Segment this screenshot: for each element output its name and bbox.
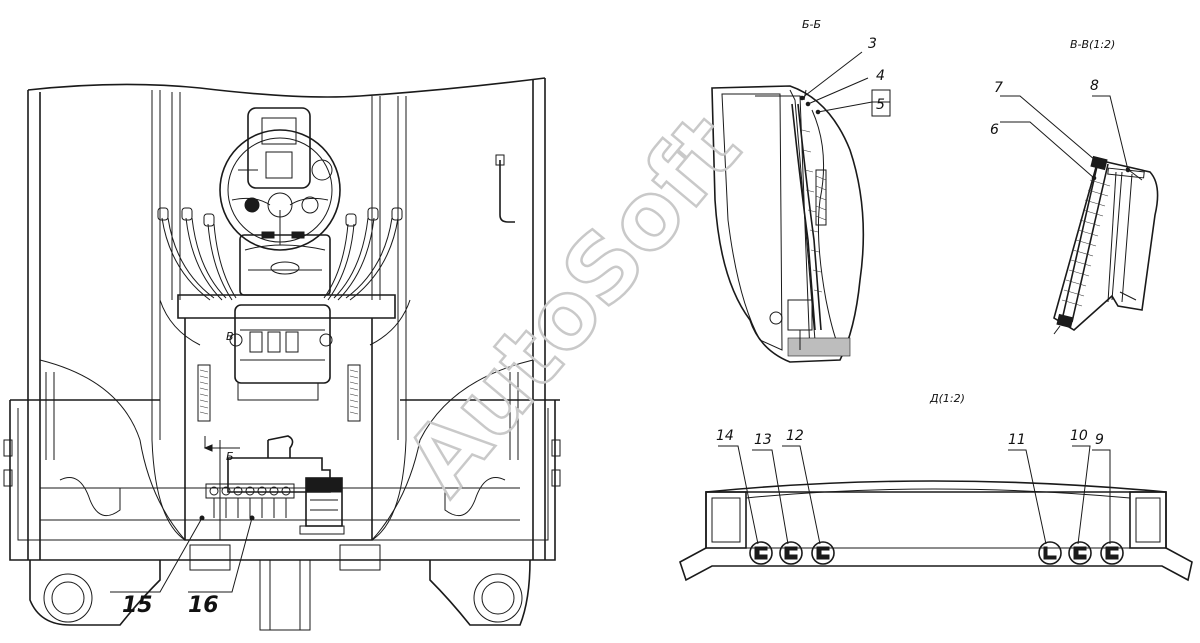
callout-9: 9 <box>1095 432 1104 448</box>
callout-16: 16 <box>188 593 219 618</box>
callout-3: 3 <box>868 36 877 52</box>
spring-coil <box>1053 155 1111 335</box>
callout-12: 12 <box>786 428 804 444</box>
connector-group-left <box>749 541 835 565</box>
right-control-levers <box>323 207 403 301</box>
callout-15: 15 <box>122 593 153 618</box>
callout-10: 10 <box>1070 428 1088 444</box>
callout-6: 6 <box>990 122 999 138</box>
section-title-b-b: Б-Б <box>802 18 821 31</box>
section-d-view <box>679 445 1193 582</box>
callout-11: 11 <box>1008 432 1026 448</box>
section-title-d: Д(1:2) <box>929 392 965 405</box>
callout-5: 5 <box>876 97 885 113</box>
section-title-v-v: В-В(1:2) <box>1070 38 1115 51</box>
view-letter-v-mark: В <box>226 330 234 343</box>
view-letter-b-mark: Б <box>226 450 234 463</box>
callout-4: 4 <box>876 68 885 84</box>
connector-group-right <box>1038 541 1124 565</box>
main-cab-view: Б В <box>3 77 561 631</box>
section-b-b-view <box>711 51 891 363</box>
callout-8: 8 <box>1090 78 1099 94</box>
watermark-text: AutoSoft <box>385 95 761 514</box>
callout-7: 7 <box>994 80 1003 96</box>
left-control-levers <box>157 207 237 301</box>
callout-14: 14 <box>716 428 734 444</box>
callout-13: 13 <box>754 432 772 448</box>
section-v-v-view <box>1000 95 1159 335</box>
